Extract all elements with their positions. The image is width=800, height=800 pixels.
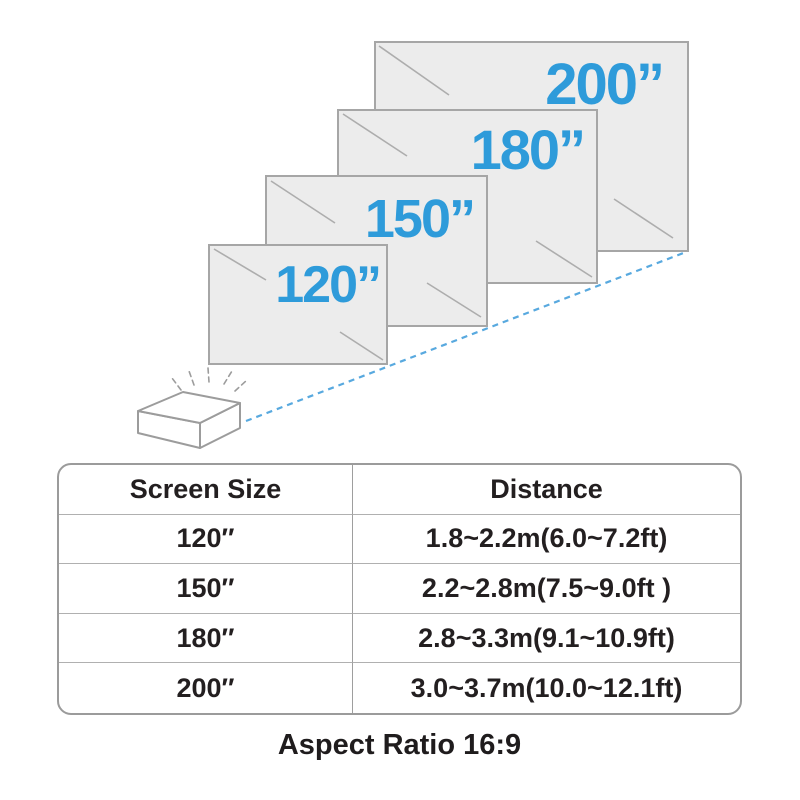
projector-top-face: [137, 391, 241, 424]
screen-200-label: 200”: [545, 52, 663, 117]
table-row-200-size: 200″: [59, 663, 353, 713]
screen-180-label: 180”: [471, 118, 584, 181]
aspect-ratio-caption: Aspect Ratio 16:9: [277, 729, 522, 761]
screen-150-gloss-line-bottom: [426, 282, 482, 318]
projector: [137, 391, 241, 449]
screen-180-gloss-line-top: [342, 113, 408, 157]
screen-120-label: 120”: [275, 256, 380, 314]
light-ray-icon: [223, 370, 233, 385]
light-ray-icon: [207, 367, 210, 383]
light-ray-icon: [171, 377, 182, 391]
screen-180-gloss-line-bottom: [535, 240, 593, 278]
projection-diagram: 200” 180” 150” 120”: [137, 41, 689, 449]
screen-150-gloss-line-top: [270, 180, 336, 224]
screen-150-label: 150”: [365, 189, 474, 249]
screen-200-gloss-line-bottom: [613, 198, 674, 239]
screen-120-gloss-line-top: [213, 248, 267, 281]
light-ray-icon: [234, 379, 248, 392]
projection-diagram-svg: 200” 180” 150” 120”: [137, 41, 689, 449]
table-row-200-distance: 3.0~3.7m(10.0~12.1ft): [410, 672, 683, 703]
projector-light-rays: [171, 367, 248, 392]
screen-distance-table: Screen Size Distance 120″ 1.8~2.2m(6.0~7…: [57, 463, 742, 715]
screen-120: 120”: [208, 244, 388, 365]
table-row-180-size: 180″: [59, 613, 353, 664]
table-row-150-size: 150″: [59, 564, 353, 614]
light-ray-icon: [188, 370, 195, 386]
screen-120-gloss-line-bottom: [339, 331, 384, 361]
table-row-120-distance: 1.8~2.2m(6.0~7.2ft): [353, 515, 740, 565]
table-row-120-size: 120″: [59, 514, 353, 565]
table-row-150-distance: 2.2~2.8m(7.5~9.0ft ): [353, 564, 740, 614]
table-header-distance: Distance: [353, 465, 740, 515]
table-header-screen-size: Screen Size: [59, 465, 353, 515]
table-row-180-distance: 2.8~3.3m(9.1~10.9ft): [353, 614, 740, 664]
projection-beam-dashed-line: [245, 250, 687, 423]
screen-200-gloss-line-top: [378, 45, 450, 96]
